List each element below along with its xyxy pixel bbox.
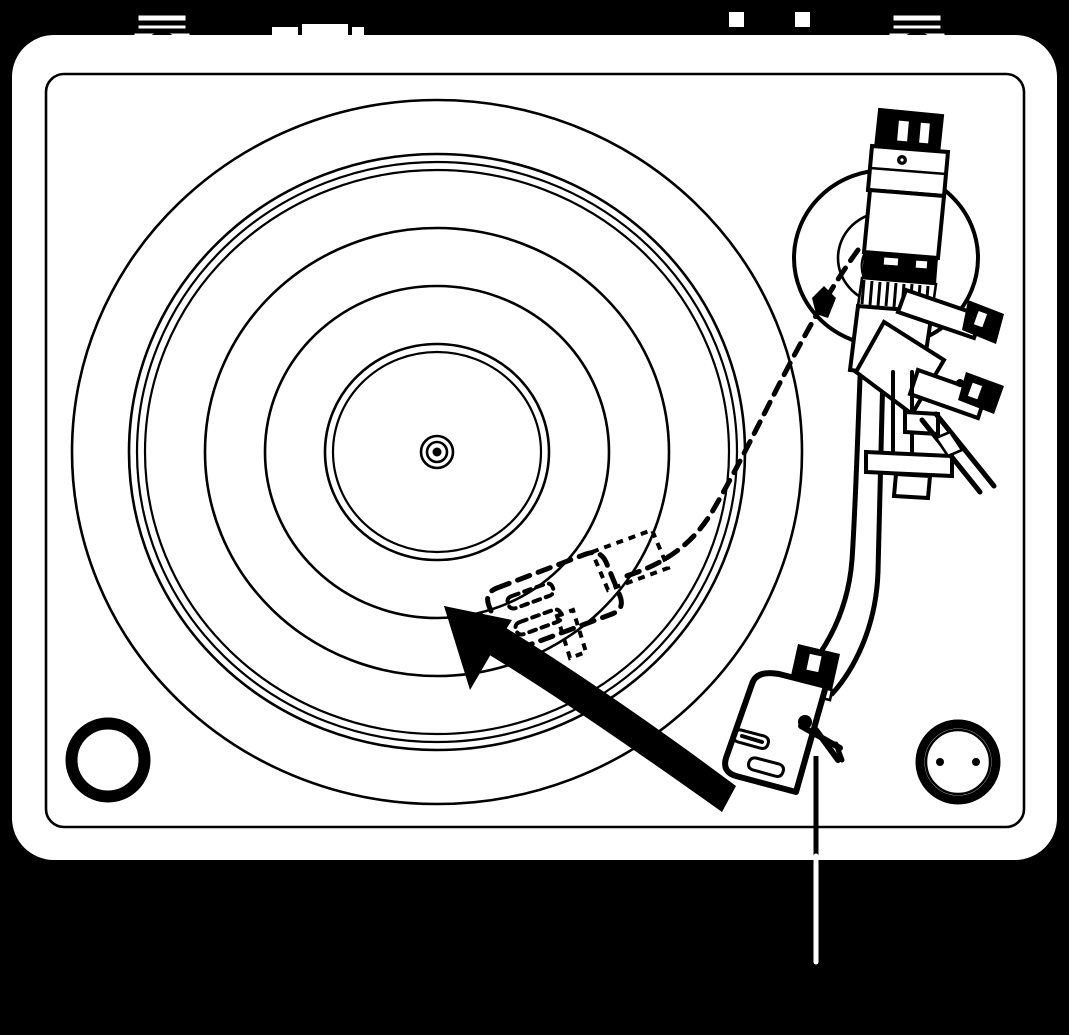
headshell-with-cartridge[interactable] [722, 644, 845, 795]
groove-band-inner [263, 284, 611, 620]
ghost-headshell-body [485, 550, 624, 652]
button-left[interactable] [729, 12, 744, 27]
record-edge-inner [135, 160, 739, 744]
pitch-dot-left [936, 758, 944, 766]
counterweight-black-band [862, 252, 938, 284]
platter-group [70, 98, 804, 806]
tonearm-swing-direction-arrow [444, 606, 736, 812]
ghost-stylus [554, 607, 589, 661]
cue-lever-cap [958, 372, 1004, 414]
record-label-inner [331, 350, 543, 554]
rest-clamp-post [891, 471, 933, 501]
finger-lift-slot-1 [740, 734, 764, 744]
rest-clamp-bar [864, 449, 954, 479]
pitch-dot-right [972, 758, 980, 766]
button-right[interactable] [795, 12, 810, 27]
finger-lift-slot-2 [747, 756, 785, 778]
counterweight-body [861, 187, 947, 261]
headshell-target-position [485, 527, 671, 661]
ghost-finger-lift-1 [505, 581, 556, 611]
speed-selector-knob[interactable] [65, 717, 151, 803]
platter-rim [70, 98, 804, 806]
tonearm-rest-clamp[interactable] [864, 370, 997, 501]
anti-skate-lever-arm [895, 287, 985, 341]
pitch-control-knob[interactable] [915, 719, 1001, 805]
stylus-tip [813, 727, 841, 763]
center-spindle [419, 434, 455, 470]
plinth-inner-panel [44, 72, 1026, 829]
lever-arms-group[interactable] [853, 287, 1004, 421]
groove-band-outer [203, 226, 671, 678]
record-label-outer [323, 342, 551, 562]
record-lead-in-groove [143, 168, 731, 736]
ghost-collar [589, 527, 671, 593]
ghost-finger-lift-2 [513, 607, 564, 637]
trajectory-notch-marker [812, 286, 836, 318]
